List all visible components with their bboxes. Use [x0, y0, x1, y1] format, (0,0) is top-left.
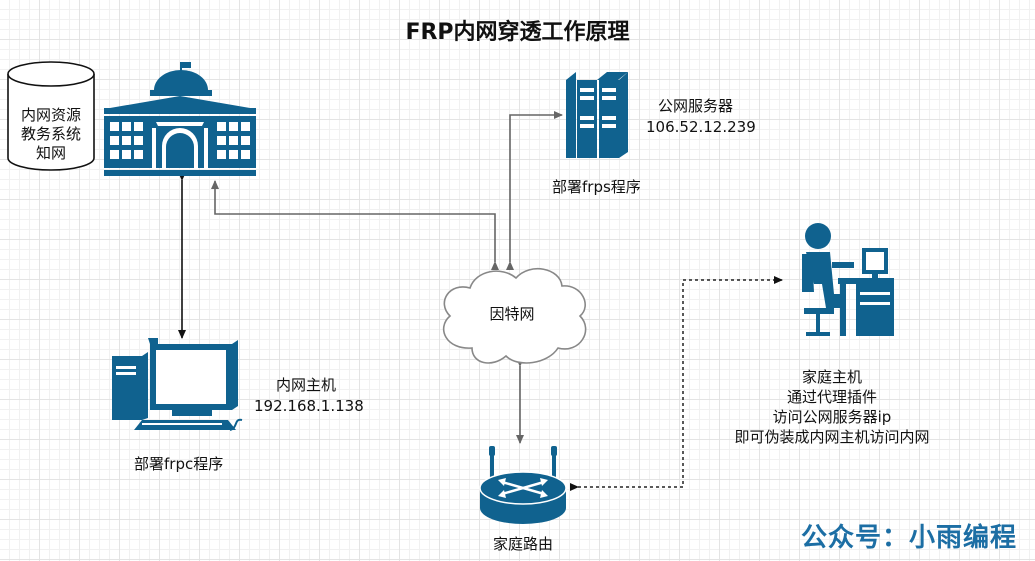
internet-label: 因特网 — [489, 305, 535, 323]
link-internet-server — [506, 111, 563, 270]
database-label: 内网资源 教务系统 知网 — [6, 106, 96, 163]
intranet-host-name: 内网主机 — [276, 376, 337, 394]
home-host-line-1: 家庭主机 — [801, 368, 862, 386]
intranet-host-ip: 192.168.1.138 — [254, 397, 364, 415]
intranet-host-caption: 部署frpc程序 — [134, 455, 224, 473]
user-workstation-icon — [802, 223, 894, 336]
brand-watermark: 公众号：小雨编程 — [800, 523, 1017, 553]
router-label: 家庭路由 — [492, 535, 553, 553]
database-line-3: 知网 — [35, 144, 66, 162]
home-host-line-3: 访问公网服务器ip — [772, 408, 892, 426]
computer-icon — [112, 338, 243, 431]
database-icon — [7, 61, 95, 171]
cloud-icon — [442, 268, 587, 364]
home-host-label: 家庭主机 通过代理插件 访问公网服务器ip 即可伪装成内网主机访问内网 — [700, 367, 964, 447]
database-line-2: 教务系统 — [20, 125, 81, 143]
server-name: 公网服务器 — [658, 97, 734, 115]
server-ip: 106.52.12.239 — [646, 118, 756, 136]
school-building-icon — [104, 62, 256, 176]
diagram-title: FRP内网穿透工作原理 — [405, 20, 630, 45]
home-host-line-2: 通过代理插件 — [786, 388, 877, 406]
server-icon — [566, 72, 628, 158]
database-line-1: 内网资源 — [20, 106, 81, 124]
server-caption: 部署frps程序 — [552, 178, 641, 196]
link-router-home — [570, 276, 783, 491]
router-icon — [479, 446, 567, 524]
home-host-line-4: 即可伪装成内网主机访问内网 — [734, 428, 930, 446]
link-internet-school — [211, 180, 499, 270]
